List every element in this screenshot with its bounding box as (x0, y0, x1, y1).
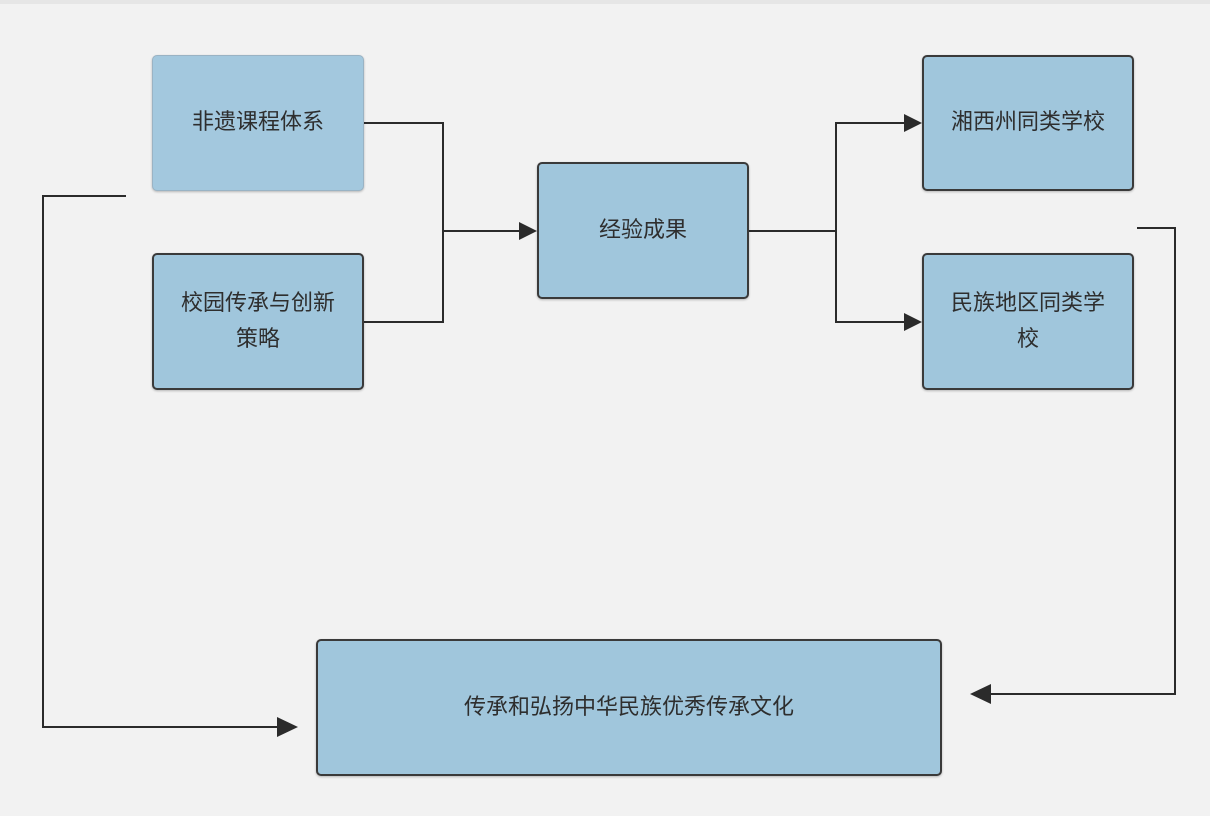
node-campus-strategy[interactable]: 校园传承与创新 策略 (152, 253, 364, 390)
connector-split-to-minzu (835, 231, 906, 323)
node-ethnic-region-schools-line2: 校 (1016, 326, 1039, 352)
node-campus-strategy-line2: 策略 (235, 326, 280, 352)
node-feiyi-course-system[interactable]: 非遗课程体系 (152, 55, 364, 191)
connector-split-to-xiangxi (835, 122, 906, 231)
arrowhead-right-loop (970, 684, 991, 704)
node-inherit-culture-label: 传承和弘扬中华民族优秀传承文化 (463, 694, 794, 720)
node-ethnic-region-schools-text: 民族地区同类学 校 (951, 286, 1105, 358)
connector-xiaoyuan-to-jingyan (364, 231, 444, 323)
node-campus-strategy-text: 校园传承与创新 策略 (181, 286, 335, 358)
connector-left-loop (42, 195, 280, 728)
node-xiangxi-schools-label: 湘西州同类学校 (950, 110, 1105, 135)
arrowhead-to-minzu (904, 313, 922, 331)
connector-feiyi-to-jingyan (364, 122, 444, 231)
node-experience-results-label: 经验成果 (598, 217, 687, 243)
top-edge-band (0, 0, 1210, 4)
arrowhead-to-jingyan (519, 222, 537, 240)
node-inherit-culture[interactable]: 传承和弘扬中华民族优秀传承文化 (316, 639, 942, 776)
node-ethnic-region-schools[interactable]: 民族地区同类学 校 (922, 253, 1134, 390)
connector-right-loop (988, 227, 1176, 695)
node-campus-strategy-line1: 校园传承与创新 (180, 290, 335, 316)
node-feiyi-label: 非遗课程体系 (191, 110, 324, 135)
node-xiangxi-schools[interactable]: 湘西州同类学校 (922, 55, 1134, 191)
arrowhead-to-xiangxi (904, 114, 922, 132)
arrowhead-left-loop (277, 717, 298, 737)
node-ethnic-region-schools-line1: 民族地区同类学 (950, 290, 1105, 316)
node-experience-results[interactable]: 经验成果 (537, 162, 749, 299)
